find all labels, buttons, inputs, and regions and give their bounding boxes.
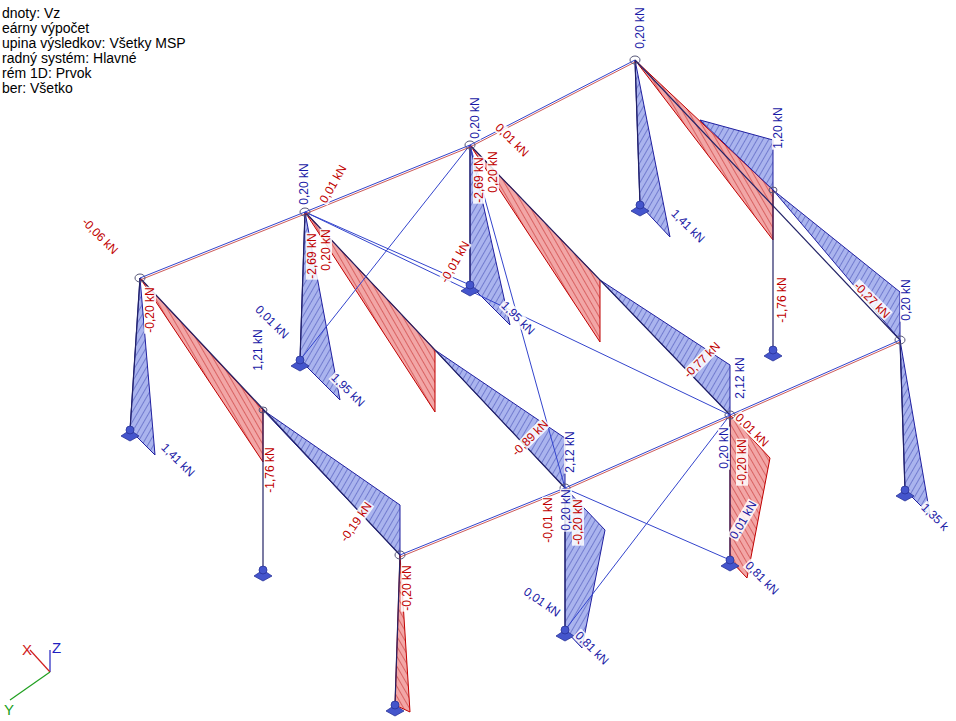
shear-value: 1,20 kN <box>772 106 784 149</box>
shear-value: 0,20 kN <box>900 278 912 321</box>
axis-label: Y <box>4 702 14 717</box>
shear-value: -0,20 kN <box>401 564 413 611</box>
shear-value: 0,81 kN <box>742 558 781 597</box>
shear-value: 0,20 kN <box>560 488 572 531</box>
result-info: dnoty: Vz <box>2 6 60 20</box>
shear-value: 0,81 kN <box>572 628 611 667</box>
shear-value: -0,20 kN <box>144 286 156 333</box>
shear-value: 0,01 kN <box>521 585 563 620</box>
shear-value: 0,20 kN <box>487 150 499 193</box>
result-info: ber: Všetko <box>2 81 73 95</box>
axis-label: Z <box>52 640 61 655</box>
shear-value: 0,20 kN <box>320 228 332 271</box>
result-info: eárny výpočet <box>2 21 89 35</box>
shear-value: 2,12 kN <box>564 430 576 473</box>
shear-value: 0,20 kN <box>634 6 646 49</box>
shear-value: 0,20 kN <box>469 96 481 139</box>
shear-value: -2,69 kN <box>306 232 318 279</box>
shear-value: 0,01 kN <box>317 162 349 206</box>
result-info: upina výsledkov: Všetky MSP <box>2 36 186 50</box>
shear-value: 0,20 kN <box>298 162 310 205</box>
shear-value: -2,69 kN <box>473 156 485 203</box>
shear-value: 2,12 kN <box>734 356 746 399</box>
shear-value: 1,41 kN <box>158 440 197 479</box>
shear-value: 1,41 kN <box>668 206 707 245</box>
shear-value: -0,06 kN <box>79 215 121 257</box>
axis-label: X <box>22 642 32 657</box>
shear-value: 0,20 kN <box>718 426 730 469</box>
shear-value: -0,20 kN <box>572 498 584 545</box>
shear-value: -0,20 kN <box>736 438 748 485</box>
shear-value: -0,01 kN <box>542 496 554 543</box>
result-info: radný systém: Hlavné <box>2 51 137 65</box>
shear-value: 1,35 k <box>918 500 951 533</box>
shear-value: 1,21 kN <box>252 328 264 371</box>
shear-value: -1,76 kN <box>264 446 276 493</box>
shear-value: -1,76 kN <box>776 276 788 323</box>
result-info: rém 1D: Prvok <box>2 66 91 80</box>
